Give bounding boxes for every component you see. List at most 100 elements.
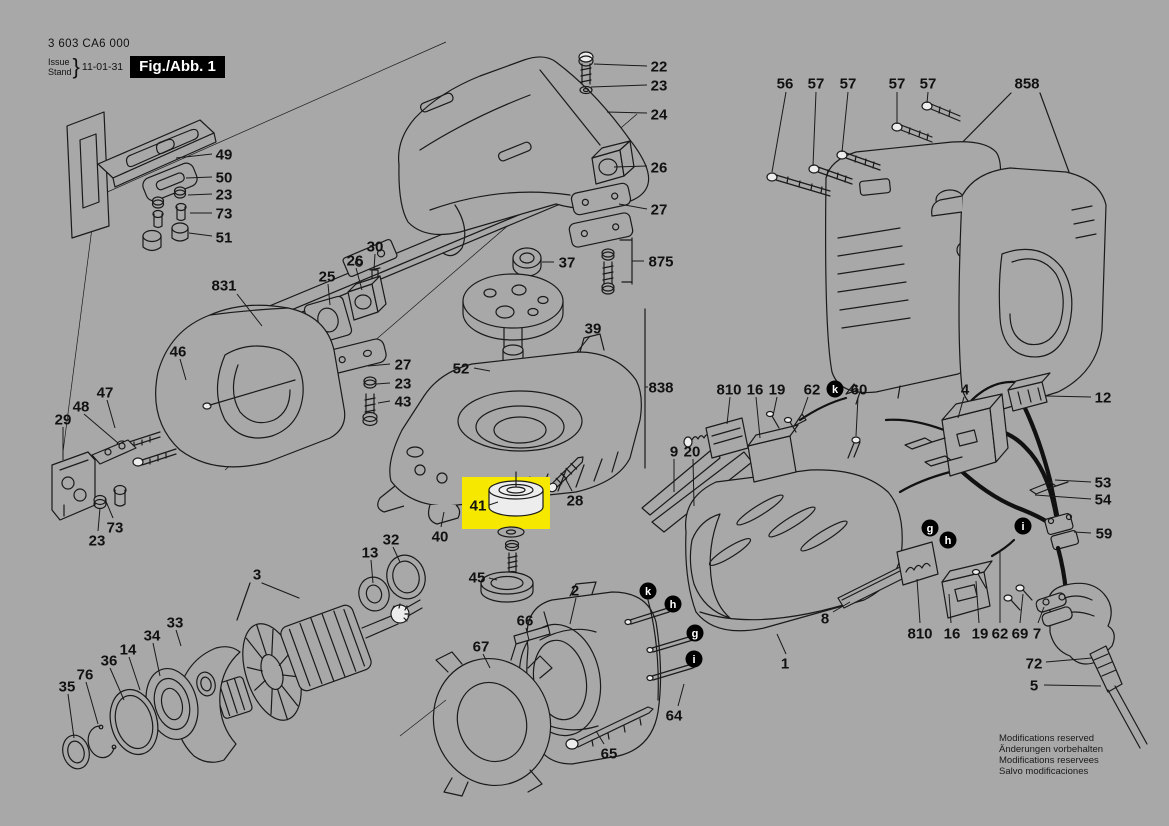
part-callout-838[interactable]: 838 [648, 380, 673, 397]
part-callout-810[interactable]: 810 [907, 626, 932, 643]
part-callout-73[interactable]: 73 [216, 206, 233, 223]
leader-line-47 [107, 400, 115, 428]
part-callout-36[interactable]: 36 [101, 653, 118, 670]
part-callout-52[interactable]: 52 [453, 361, 470, 378]
part-callout-48[interactable]: 48 [73, 399, 90, 416]
part-callout-16[interactable]: 16 [747, 382, 764, 399]
part-callout-69[interactable]: 69 [1012, 626, 1029, 643]
modifications-notice: Modifications reserved Änderungen vorbeh… [999, 733, 1103, 777]
part-callout-57[interactable]: 57 [889, 76, 906, 93]
part-callout-56[interactable]: 56 [777, 76, 794, 93]
part-callout-37[interactable]: 37 [559, 255, 576, 272]
part-callout-23[interactable]: 23 [651, 78, 668, 95]
part-callout-26[interactable]: 26 [347, 253, 364, 270]
part-callout-8[interactable]: 8 [821, 611, 829, 628]
leader-line-2 [570, 598, 576, 624]
part-callout-810[interactable]: 810 [716, 382, 741, 399]
part-callout-50[interactable]: 50 [216, 170, 233, 187]
leader-line-54 [1035, 495, 1091, 499]
part-callout-51[interactable]: 51 [216, 230, 233, 247]
part-callout-34[interactable]: 34 [144, 628, 161, 645]
part-drawing-motor-cover [686, 470, 912, 631]
part-callout-25[interactable]: 25 [319, 269, 336, 286]
leader-line-41 [489, 502, 498, 505]
part-callout-41[interactable]: 41 [470, 498, 487, 515]
part-callout-35[interactable]: 35 [59, 679, 76, 696]
part-callout-831[interactable]: 831 [211, 278, 236, 295]
part-callout-30[interactable]: 30 [367, 239, 384, 256]
part-callout-39[interactable]: 39 [585, 321, 602, 338]
part-callout-72[interactable]: 72 [1026, 656, 1043, 673]
part-callout-57[interactable]: 57 [808, 76, 825, 93]
part-callout-64[interactable]: 64 [666, 708, 683, 725]
part-callout-875[interactable]: 875 [648, 254, 673, 271]
part-callout-7[interactable]: 7 [1033, 626, 1041, 643]
part-callout-19[interactable]: 19 [972, 626, 989, 643]
part-callout-59[interactable]: 59 [1096, 526, 1113, 543]
part-callout-23[interactable]: 23 [216, 187, 233, 204]
part-callout-62[interactable]: 62 [804, 382, 821, 399]
part-callout-22[interactable]: 22 [651, 59, 668, 76]
issue-date: 11-01-31 [81, 61, 124, 73]
part-callout-16[interactable]: 16 [944, 626, 961, 643]
svg-text:k: k [832, 384, 839, 396]
part-callout-62[interactable]: 62 [992, 626, 1009, 643]
part-callout-40[interactable]: 40 [432, 529, 449, 546]
part-drawing-bar-hardware [513, 141, 634, 294]
part-drawing-brush-assembly-right [897, 540, 1073, 627]
leader-line-19 [773, 397, 777, 416]
notice-line: Modifications reservees [999, 755, 1099, 766]
part-callout-32[interactable]: 32 [383, 532, 400, 549]
part-callout-45[interactable]: 45 [469, 570, 486, 587]
part-callout-73[interactable]: 73 [107, 520, 124, 537]
reference-badge-g: g [686, 624, 704, 642]
reference-badge-k: k [639, 582, 657, 600]
leader-line-19 [976, 581, 979, 623]
part-callout-26[interactable]: 26 [651, 160, 668, 177]
part-drawing-bearing-rings [59, 647, 240, 772]
part-callout-49[interactable]: 49 [216, 147, 233, 164]
part-callout-43[interactable]: 43 [395, 394, 412, 411]
part-callout-27[interactable]: 27 [651, 202, 668, 219]
part-callout-29[interactable]: 29 [55, 412, 72, 429]
svg-text:g: g [692, 628, 699, 640]
leader-line-73 [105, 499, 113, 518]
part-callout-23[interactable]: 23 [89, 533, 106, 550]
leader-line-831 [237, 294, 262, 326]
leader-line-52 [474, 368, 490, 371]
part-callout-23[interactable]: 23 [395, 376, 412, 393]
part-callout-858[interactable]: 858 [1014, 76, 1039, 93]
part-callout-28[interactable]: 28 [567, 493, 584, 510]
part-callout-19[interactable]: 19 [769, 382, 786, 399]
part-callout-60[interactable]: 60 [851, 382, 868, 399]
part-callout-53[interactable]: 53 [1095, 475, 1112, 492]
part-callout-1[interactable]: 1 [781, 656, 789, 673]
part-callout-4[interactable]: 4 [961, 382, 970, 399]
part-callout-57[interactable]: 57 [920, 76, 937, 93]
part-callout-5[interactable]: 5 [1030, 678, 1038, 695]
leader-line-51 [189, 233, 212, 236]
part-callout-65[interactable]: 65 [601, 746, 618, 763]
part-callout-9[interactable]: 9 [670, 444, 678, 461]
part-callout-46[interactable]: 46 [170, 344, 187, 361]
part-callout-2[interactable]: 2 [571, 583, 579, 600]
part-callout-67[interactable]: 67 [473, 639, 490, 656]
part-callout-47[interactable]: 47 [97, 385, 114, 402]
leader-line-59 [1074, 532, 1091, 533]
part-callout-12[interactable]: 12 [1095, 390, 1112, 407]
part-callout-27[interactable]: 27 [395, 357, 412, 374]
part-callout-3[interactable]: 3 [253, 567, 261, 584]
part-callout-76[interactable]: 76 [77, 667, 94, 684]
notice-line: Änderungen vorbehalten [999, 744, 1104, 755]
part-callout-33[interactable]: 33 [167, 615, 184, 632]
part-callout-57[interactable]: 57 [840, 76, 857, 93]
leader-line-14 [129, 657, 140, 690]
part-callout-14[interactable]: 14 [120, 642, 137, 659]
part-callout-54[interactable]: 54 [1095, 492, 1112, 509]
part-callout-13[interactable]: 13 [362, 545, 379, 562]
part-callout-24[interactable]: 24 [651, 107, 668, 124]
part-callout-66[interactable]: 66 [517, 613, 534, 630]
part-callout-20[interactable]: 20 [684, 444, 701, 461]
reference-badge-h: h [664, 595, 682, 613]
